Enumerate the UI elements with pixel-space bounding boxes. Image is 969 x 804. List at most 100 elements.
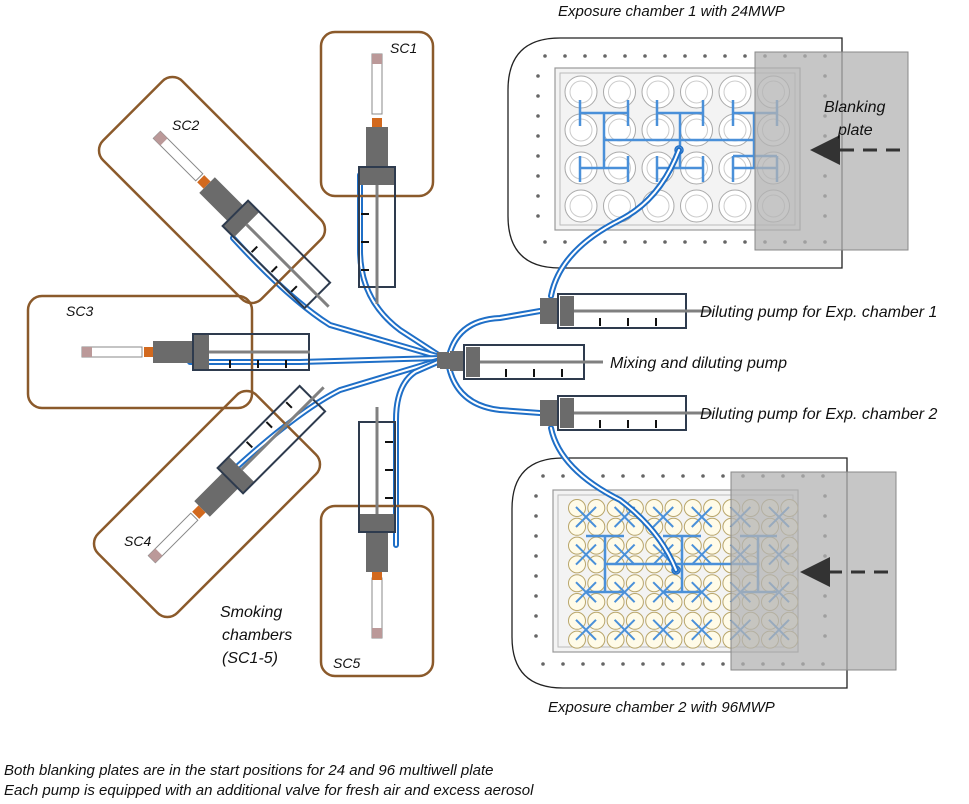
- tube-lumen: [189, 357, 441, 363]
- channel-96: [575, 619, 597, 641]
- port-dot: [536, 74, 540, 78]
- port-dot: [543, 54, 547, 58]
- blanking-plate-1: [754, 51, 909, 251]
- channel-96: [652, 619, 674, 641]
- port-dot: [534, 594, 538, 598]
- tube-lumen: [395, 360, 441, 546]
- channel-96: [613, 619, 636, 641]
- blanking-plate-label-line2: plate: [837, 122, 873, 139]
- port-dot: [681, 662, 685, 666]
- channel-96: [652, 543, 674, 566]
- tube-lumen: [550, 427, 677, 571]
- sc5-label: SC5: [333, 655, 360, 671]
- sc3-label: SC3: [66, 303, 93, 319]
- port-dot: [534, 614, 538, 618]
- caption-line-2: Each pump is equipped with an additional…: [4, 782, 534, 799]
- pump-diluting-2: [540, 395, 712, 431]
- blanking-plate-label-line1: Blanking: [824, 99, 885, 116]
- smoking-chambers-label-3: (SC1-5): [222, 650, 278, 667]
- port-dot: [536, 154, 540, 158]
- port-dot: [663, 54, 667, 58]
- well-24-inner: [569, 194, 593, 218]
- port-dot: [621, 662, 625, 666]
- port-dot: [536, 94, 540, 98]
- port-dot: [534, 574, 538, 578]
- port-dot: [621, 474, 625, 478]
- well-24-inner: [685, 80, 708, 104]
- port-dot: [663, 240, 667, 244]
- port-dot: [563, 54, 567, 58]
- port-dot: [723, 54, 727, 58]
- port-dot: [661, 662, 665, 666]
- port-dot: [536, 174, 540, 178]
- exposure-chamber-1: Blanking plate Exposure chamber 1 with 2…: [507, 3, 909, 269]
- port-dot: [583, 54, 587, 58]
- tube-lumen: [550, 149, 680, 297]
- port-dot: [643, 54, 647, 58]
- port-dot: [536, 134, 540, 138]
- port-dot: [534, 534, 538, 538]
- port-dot: [701, 474, 705, 478]
- port-dot: [703, 54, 707, 58]
- port-dot: [603, 240, 607, 244]
- well-24-inner: [685, 194, 708, 218]
- port-dot: [561, 662, 565, 666]
- smoking-chamber-sc3: [26, 294, 310, 410]
- channel-96: [613, 543, 636, 566]
- channel-96: [613, 581, 636, 603]
- chamber-1-title: Exposure chamber 1 with 24MWP: [558, 3, 785, 20]
- exposure-chamber-2: Exposure chamber 2 with 96MWP: [511, 457, 897, 716]
- smoking-chambers-label-2: chambers: [222, 627, 292, 644]
- port-dot: [623, 54, 627, 58]
- smoking-chambers-label-1: Smoking: [220, 604, 282, 621]
- sc2-label: SC2: [172, 117, 199, 133]
- port-dot: [643, 240, 647, 244]
- channel-96: [575, 506, 597, 528]
- port-dot: [703, 240, 707, 244]
- port-dot: [536, 114, 540, 118]
- tubing: [187, 147, 682, 573]
- port-dot: [601, 474, 605, 478]
- well-24-inner: [608, 80, 631, 104]
- port-dot: [683, 54, 687, 58]
- port-dot: [661, 474, 665, 478]
- port-dot: [603, 54, 607, 58]
- port-dot: [601, 662, 605, 666]
- well-24-inner: [646, 194, 670, 218]
- chamber-2-title: Exposure chamber 2 with 96MWP: [548, 699, 775, 716]
- smoking-chamber-sc4: [92, 384, 327, 619]
- well-24-inner: [723, 80, 747, 104]
- port-dot: [641, 474, 645, 478]
- channel-96: [575, 543, 597, 566]
- channel-96: [652, 506, 674, 528]
- smoking-chamber-sc2: [97, 75, 332, 310]
- smoking-chamber-sc1: [319, 30, 435, 304]
- port-dot: [563, 240, 567, 244]
- port-dot: [536, 214, 540, 218]
- tube-lumen: [447, 361, 541, 414]
- port-dot: [723, 240, 727, 244]
- port-dot: [721, 662, 725, 666]
- port-dot: [581, 662, 585, 666]
- port-dot: [743, 240, 747, 244]
- port-dot: [534, 494, 538, 498]
- port-dot: [541, 662, 545, 666]
- pump-mixing: [440, 344, 603, 380]
- diluting-pump-1-label: Diluting pump for Exp. chamber 1: [700, 304, 937, 321]
- caption-line-1: Both blanking plates are in the start po…: [4, 762, 494, 779]
- port-dot: [683, 240, 687, 244]
- port-dot: [721, 474, 725, 478]
- port-dot: [534, 554, 538, 558]
- tube-lumen: [237, 359, 441, 467]
- port-dot: [534, 634, 538, 638]
- port-dot: [743, 54, 747, 58]
- port-dot: [641, 662, 645, 666]
- sc4-label: SC4: [124, 533, 151, 549]
- port-dot: [541, 474, 545, 478]
- smoking-chamber-sc5: [319, 407, 435, 678]
- channel-96: [691, 543, 713, 566]
- port-dot: [623, 240, 627, 244]
- port-dot: [543, 240, 547, 244]
- diluting-pump-2-label: Diluting pump for Exp. chamber 2: [700, 406, 938, 423]
